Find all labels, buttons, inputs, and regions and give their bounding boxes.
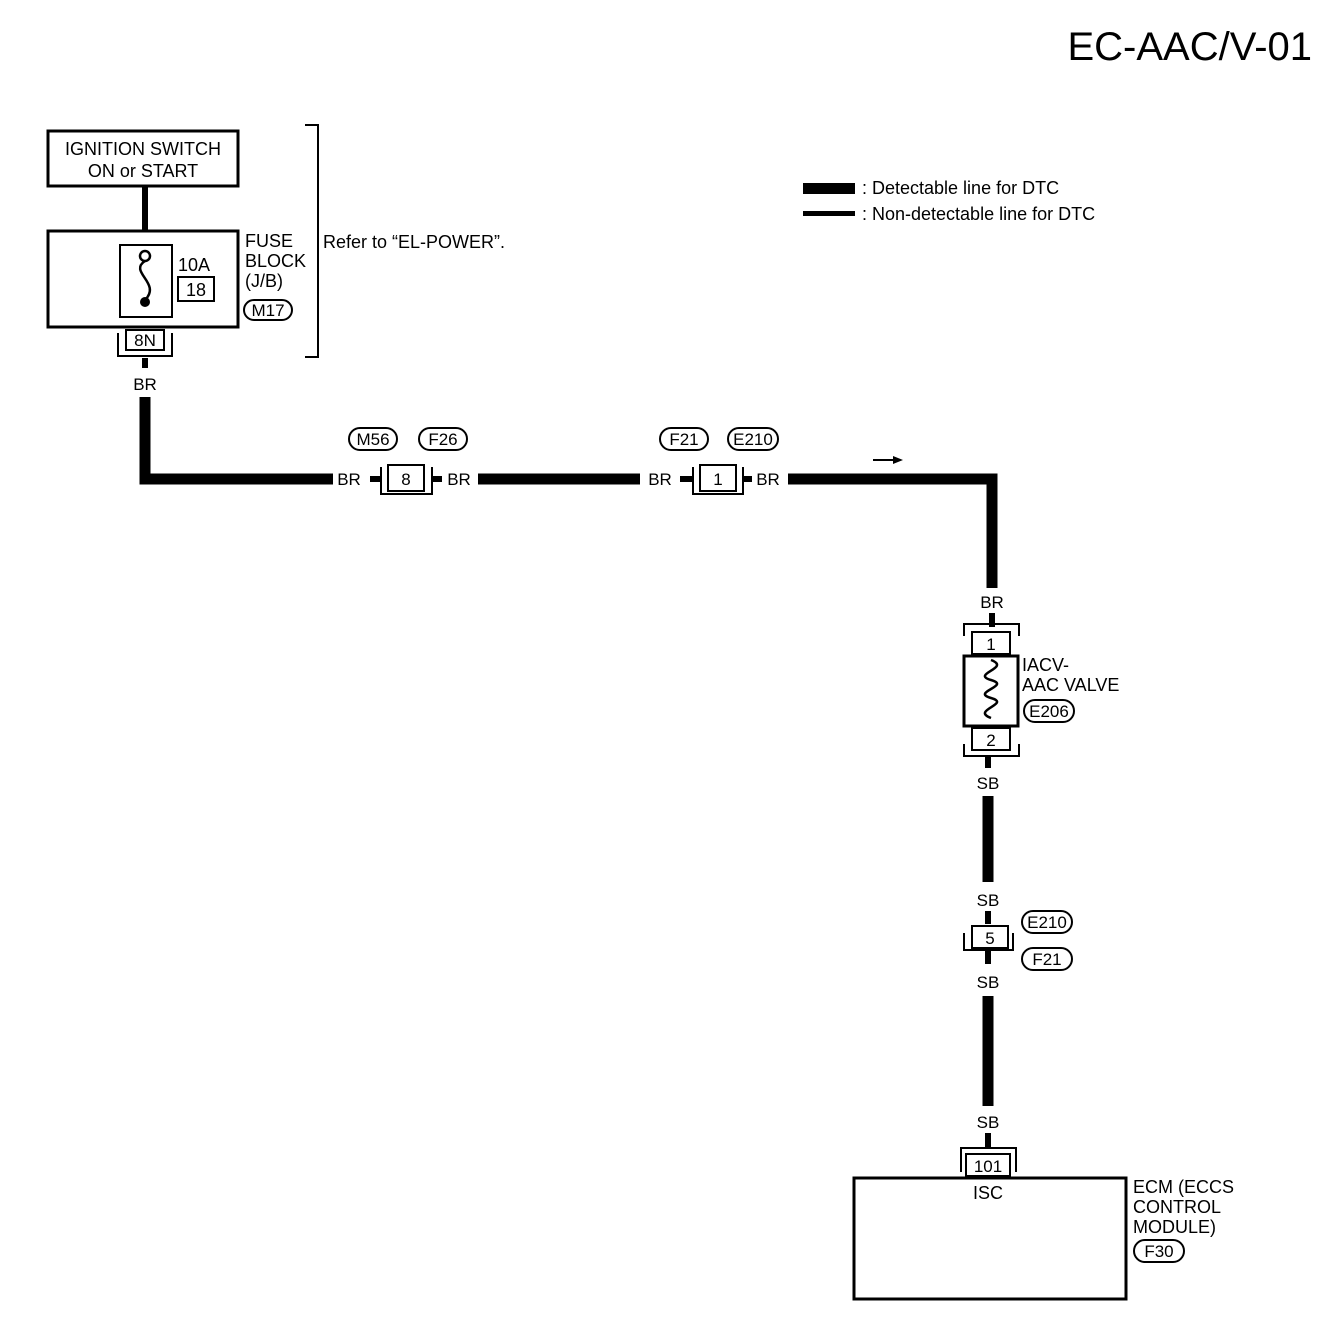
connector-f21-pin: 1 (713, 470, 722, 489)
fuse-bottom-terminal (140, 297, 150, 307)
fuse-block-line1: FUSE (245, 231, 293, 251)
refer-note: Refer to “EL-POWER”. (323, 232, 505, 252)
iacv-line1: IACV- (1022, 655, 1069, 675)
iacv-pin-top: 1 (986, 635, 995, 654)
ignition-switch: IGNITION SWITCH ON or START (46, 129, 240, 188)
iacv-pin-bottom: 2 (986, 731, 995, 750)
ignition-switch-line1: IGNITION SWITCH (65, 139, 221, 159)
connector-f26-label: F26 (428, 430, 457, 449)
connector-m56-label: M56 (356, 430, 389, 449)
iacv-connector: E206 (1029, 702, 1069, 721)
wire-color-br-1: BR (133, 375, 157, 394)
ecm-line1: ECM (ECCS (1133, 1177, 1234, 1197)
fuse-block-line3: (J/B) (245, 271, 283, 291)
diagram-id: EC-AAC/V-01 (1067, 25, 1312, 69)
ecm-module: 101 ISC ECM (ECCS CONTROL MODULE) F30 (852, 1147, 1234, 1301)
connector-m56-pin: 8 (401, 470, 410, 489)
ignition-switch-line2: ON or START (88, 161, 198, 181)
wire-color-br-5: BR (756, 470, 780, 489)
wire-br-segment-1 (139, 397, 333, 485)
connector-e210-f21: 5 E210 F21 (963, 910, 1073, 971)
connector-f21-label-2: F21 (1032, 950, 1061, 969)
refer-bracket (305, 124, 319, 358)
fuse-block-line2: BLOCK (245, 251, 306, 271)
ecm-line2: CONTROL (1133, 1197, 1221, 1217)
wire-color-br-3: BR (447, 470, 471, 489)
wire-color-br-4: BR (648, 470, 672, 489)
fuse-rating: 10A (178, 255, 210, 275)
wire-color-sb-4: SB (977, 1113, 1000, 1132)
direction-arrow-icon (873, 456, 903, 464)
fuse-top-terminal (138, 249, 152, 263)
fuse-block: 10A 18 FUSE BLOCK (J/B) M17 8N (46, 229, 306, 357)
connector-e210-label-2: E210 (1027, 913, 1067, 932)
connector-e210-label: E210 (733, 430, 773, 449)
iacv-line2: AAC VALVE (1022, 675, 1119, 695)
legend-detectable-text: : Detectable line for DTC (862, 178, 1059, 198)
legend: : Detectable line for DTC : Non-detectab… (803, 178, 1095, 224)
fuse-number: 18 (186, 280, 206, 300)
wire-color-sb-3: SB (977, 973, 1000, 992)
legend-non-detectable-text: : Non-detectable line for DTC (862, 204, 1095, 224)
connector-f21-e210: F21 E210 1 (659, 427, 779, 495)
fuse-icon (138, 259, 152, 301)
legend-non-detectable-swatch (803, 211, 855, 216)
ecm-line3: MODULE) (1133, 1217, 1216, 1237)
legend-detectable-swatch (803, 183, 855, 194)
iacv-aac-valve: 1 2 IACV- AAC VALVE E206 (962, 623, 1119, 757)
fuse-block-connector: M17 (251, 301, 284, 320)
wire-color-sb-1: SB (977, 774, 1000, 793)
wire-br-segment-3 (788, 473, 998, 588)
ecm-pin: 101 (974, 1157, 1002, 1176)
connector-f21-label: F21 (669, 430, 698, 449)
connector-e210-pin: 5 (985, 929, 994, 948)
ecm-pin-label: ISC (973, 1183, 1003, 1203)
wire-color-br-6: BR (980, 593, 1004, 612)
wire-color-sb-2: SB (977, 891, 1000, 910)
solenoid-coil-icon (983, 658, 999, 720)
wire-color-br-2: BR (337, 470, 361, 489)
fuse-terminal: 8N (134, 331, 156, 350)
connector-m56-f26: M56 F26 8 (348, 427, 468, 495)
ecm-connector: F30 (1144, 1242, 1173, 1261)
